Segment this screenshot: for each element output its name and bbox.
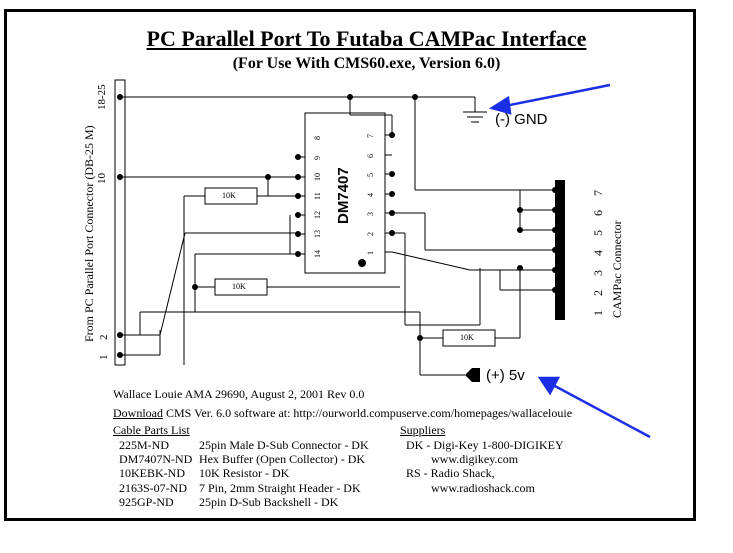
ic-pin-10: 10 bbox=[313, 173, 322, 181]
ic-pin-5: 5 bbox=[366, 173, 375, 177]
ic-name: DM7407 bbox=[335, 167, 352, 224]
campac-pin-1: 1 bbox=[591, 310, 605, 316]
part-number: 2163S-07-ND bbox=[119, 481, 187, 495]
supplier-line: www.digikey.com bbox=[431, 452, 519, 466]
campac-pin-5: 5 bbox=[591, 230, 605, 236]
campac-pin-6: 6 bbox=[591, 210, 605, 216]
page-subtitle: (For Use With CMS60.exe, Version 6.0) bbox=[232, 55, 501, 72]
db25-pin-10: 10 bbox=[96, 173, 108, 184]
part-desc: 25pin D-Sub Backshell - DK bbox=[199, 495, 339, 509]
ic-pin-7: 7 bbox=[366, 134, 375, 138]
part-number: 10KEBK-ND bbox=[119, 466, 185, 480]
ic-pin-2: 2 bbox=[366, 232, 375, 236]
ic-pin-12: 12 bbox=[313, 211, 322, 219]
part-desc: 10K Resistor - DK bbox=[199, 466, 290, 480]
ic-pin-4: 4 bbox=[366, 193, 375, 197]
part-number: 925GP-ND bbox=[119, 495, 174, 509]
credit-line: Wallace Louie AMA 29690, August 2, 2001 … bbox=[113, 387, 365, 401]
suppliers-heading: Suppliers bbox=[400, 423, 446, 437]
resistor-1-label: 10K bbox=[222, 191, 236, 200]
part-desc: Hex Buffer (Open Collector) - DK bbox=[199, 452, 366, 466]
db25-pin-2: 2 bbox=[98, 334, 110, 341]
vcc-arrow bbox=[552, 383, 651, 439]
campac-pin-7: 7 bbox=[591, 190, 605, 196]
campac-pin-3: 3 bbox=[591, 270, 605, 276]
ic-pin-6: 6 bbox=[366, 154, 375, 158]
resistor-2-label: 10K bbox=[232, 282, 246, 291]
ic-pin-14: 14 bbox=[313, 250, 322, 258]
ic-pin-9: 9 bbox=[313, 156, 322, 160]
part-number: DM7407N-ND bbox=[119, 452, 193, 466]
db25-label: From PC Parallel Port Connector (DB-25 M… bbox=[82, 125, 96, 342]
supplier-line: www.radioshack.com bbox=[431, 481, 535, 495]
ic-pin-8: 8 bbox=[313, 136, 322, 140]
page-title: PC Parallel Port To Futaba CAMPac Interf… bbox=[146, 26, 587, 51]
gnd-arrow bbox=[504, 83, 611, 108]
parts-heading: Cable Parts List bbox=[113, 423, 190, 437]
ic-pin-11: 11 bbox=[313, 192, 322, 200]
download-link[interactable]: Download bbox=[113, 406, 163, 420]
ic-body bbox=[304, 112, 386, 274]
part-number: 225M-ND bbox=[119, 438, 169, 452]
ic-pin-13: 13 bbox=[313, 230, 322, 238]
campac-pin-2: 2 bbox=[591, 290, 605, 296]
supplier-line: DK - Digi-Key 1-800-DIGIKEY bbox=[406, 438, 564, 452]
gnd-label: (-) GND bbox=[495, 111, 548, 128]
supplier-line: RS - Radio Shack, bbox=[406, 466, 495, 480]
vcc-plug bbox=[465, 368, 480, 382]
db25-pin-1: 1 bbox=[98, 354, 110, 361]
border-frame bbox=[4, 9, 696, 521]
download-text: CMS Ver. 6.0 software at: http://ourworl… bbox=[163, 406, 573, 420]
download-line: Download CMS Ver. 6.0 software at: http:… bbox=[113, 406, 572, 421]
db25-pin-18-25: 18-25 bbox=[96, 84, 108, 110]
campac-pin-4: 4 bbox=[591, 250, 605, 256]
part-desc: 7 Pin, 2mm Straight Header - DK bbox=[199, 481, 361, 495]
ic-pin-1: 1 bbox=[366, 251, 375, 255]
resistor-3-label: 10K bbox=[460, 333, 474, 342]
campac-connector bbox=[555, 180, 565, 320]
vcc-label: (+) 5v bbox=[486, 367, 525, 384]
part-desc: 25pin Male D-Sub Connector - DK bbox=[199, 438, 369, 452]
campac-label: CAMPac Connector bbox=[610, 220, 624, 318]
db25-connector bbox=[114, 79, 126, 366]
ic-pin-3: 3 bbox=[366, 212, 375, 216]
